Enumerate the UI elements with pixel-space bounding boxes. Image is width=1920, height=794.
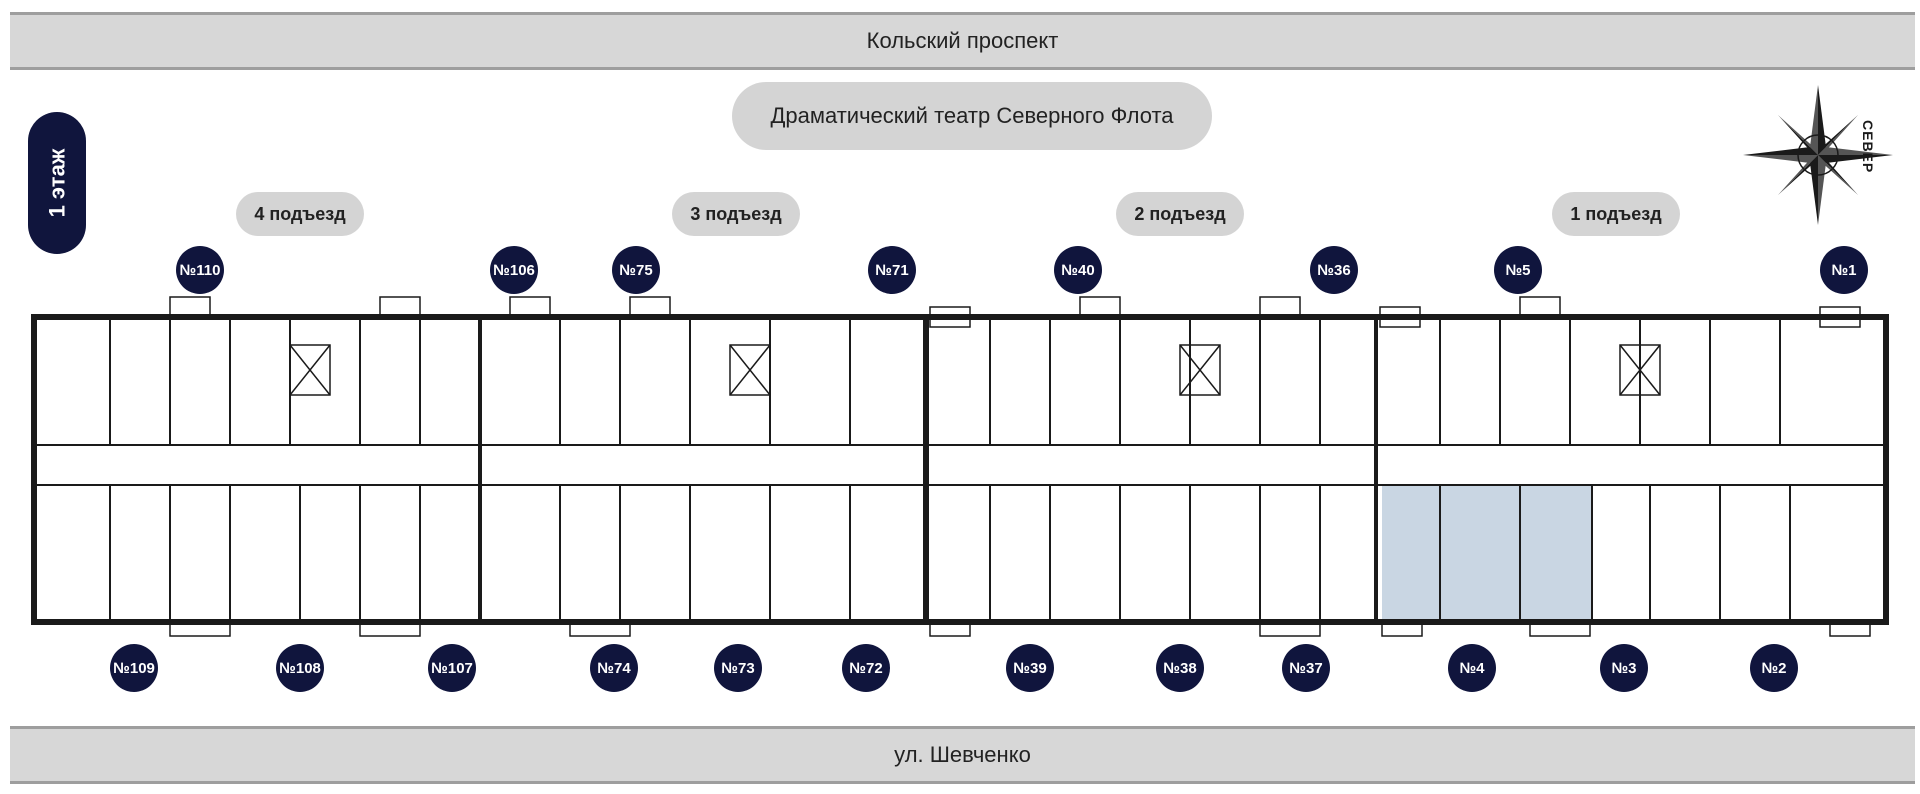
apartment-number: №3: [1611, 659, 1637, 677]
apartment-number: №108: [279, 659, 321, 677]
apartment-badge-2[interactable]: №2: [1750, 644, 1798, 692]
street-kolsky: Кольский проспект: [10, 12, 1915, 70]
apartment-badge-74[interactable]: №74: [590, 644, 638, 692]
floor-plan: [31, 296, 1889, 637]
apartment-number: №2: [1761, 659, 1787, 677]
entrance-3: 3 подъезд: [672, 192, 800, 236]
apartment-badge-75[interactable]: №75: [612, 246, 660, 294]
theatre-label: Драматический театр Северного Флота: [770, 103, 1174, 128]
apartment-4-highlight: [1382, 485, 1592, 620]
apartment-badge-107[interactable]: №107: [428, 644, 476, 692]
entrance-2: 2 подъезд: [1116, 192, 1244, 236]
entrance-4-label: 4 подъезд: [254, 203, 346, 224]
apartment-badge-1[interactable]: №1: [1820, 246, 1868, 294]
apartment-badge-37[interactable]: №37: [1282, 644, 1330, 692]
apartment-badge-3[interactable]: №3: [1600, 644, 1648, 692]
apartment-number: №107: [431, 659, 473, 677]
apartment-badge-109[interactable]: №109: [110, 644, 158, 692]
apartment-number: №75: [619, 261, 653, 279]
entrance-4: 4 подъезд: [236, 192, 364, 236]
apartment-number: №74: [597, 659, 631, 677]
apartment-number: №109: [113, 659, 155, 677]
apartment-badge-72[interactable]: №72: [842, 644, 890, 692]
apartment-number: №38: [1163, 659, 1197, 677]
compass-icon: [1743, 85, 1893, 225]
apartment-badge-38[interactable]: №38: [1156, 644, 1204, 692]
apartment-badge-36[interactable]: №36: [1310, 246, 1358, 294]
floor-label: 1 этаж: [44, 148, 70, 218]
apartment-number: №72: [849, 659, 883, 677]
apartment-number: №39: [1013, 659, 1047, 677]
apartment-number: №36: [1317, 261, 1351, 279]
apartment-badge-108[interactable]: №108: [276, 644, 324, 692]
apartment-badge-106[interactable]: №106: [490, 246, 538, 294]
apartment-number: №4: [1459, 659, 1485, 677]
apartment-number: №1: [1831, 261, 1857, 279]
apartment-number: №5: [1505, 261, 1531, 279]
apartment-number: №106: [493, 261, 535, 279]
floor-tag: 1 этаж: [28, 112, 86, 254]
theatre-landmark: Драматический театр Северного Флота: [732, 82, 1212, 150]
apartment-badge-40[interactable]: №40: [1054, 246, 1102, 294]
apartment-badge-4[interactable]: №4: [1448, 644, 1496, 692]
apartment-number: №110: [179, 261, 221, 279]
entrance-3-label: 3 подъезд: [690, 203, 782, 224]
building-outline: [31, 314, 1889, 625]
apartment-badge-73[interactable]: №73: [714, 644, 762, 692]
entrance-2-label: 2 подъезд: [1134, 203, 1226, 224]
entrance-1-label: 1 подъезд: [1570, 203, 1662, 224]
apartment-badge-71[interactable]: №71: [868, 246, 916, 294]
entrance-1: 1 подъезд: [1552, 192, 1680, 236]
apartment-number: №40: [1061, 261, 1095, 279]
compass-north-label: СЕВЕР: [1860, 120, 1876, 174]
apartment-badge-110[interactable]: №110: [176, 246, 224, 294]
apartment-number: №73: [721, 659, 755, 677]
apartment-badge-39[interactable]: №39: [1006, 644, 1054, 692]
apartment-number: №37: [1289, 659, 1323, 677]
street-shevchenko: ул. Шевченко: [10, 726, 1915, 784]
apartment-number: №71: [875, 261, 909, 279]
street-top-label: Кольский проспект: [866, 28, 1059, 53]
street-bottom-label: ул. Шевченко: [894, 742, 1031, 767]
apartment-badge-5[interactable]: №5: [1494, 246, 1542, 294]
